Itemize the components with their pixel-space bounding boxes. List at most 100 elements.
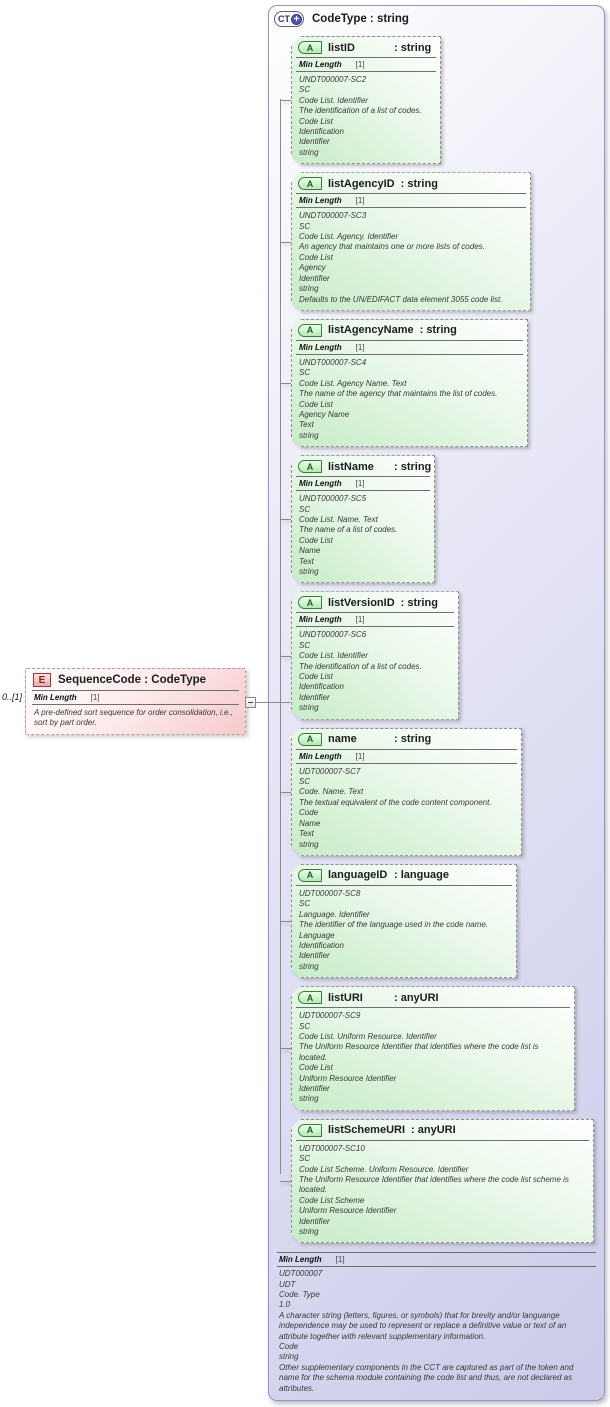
attribute-box[interactable]: A listName : string Min Length [1] UNDT0…	[280, 455, 604, 583]
attribute-box[interactable]: A listVersionID : string Min Length [1] …	[280, 591, 604, 719]
annotation-line: Code List	[299, 252, 333, 262]
annotation-line: UDT000007-SC8	[299, 888, 361, 898]
attribute-box[interactable]: A listAgencyID : string Min Length [1] U…	[280, 172, 604, 311]
annotation-line: Uniform Resource Identifier	[299, 1073, 397, 1083]
annotation-line: The Uniform Resource Identifier that ide…	[299, 1042, 539, 1062]
attribute-name: listSchemeURI	[328, 1124, 406, 1137]
facet-value: [1]	[355, 60, 365, 69]
attribute-box[interactable]: A listAgencyName : string Min Length [1]…	[280, 319, 604, 447]
annotation-line: The name of a list of codes.	[299, 525, 398, 535]
attribute-icon: A	[298, 460, 322, 473]
divider	[296, 626, 454, 627]
attribute-name: listURI	[328, 991, 363, 1004]
annotation-line: string	[299, 430, 319, 440]
annotation-line: Language	[299, 930, 335, 940]
annotation-line: Defaults to the UN/EDIFACT data element …	[299, 294, 503, 304]
attribute-type: : language	[394, 869, 450, 882]
collapse-handle[interactable]	[245, 697, 256, 708]
facet-value: [1]	[355, 751, 365, 761]
annotation-line: Identifier	[299, 137, 330, 147]
plus-icon: +	[291, 13, 302, 25]
divider	[296, 885, 512, 886]
annotation-line: Code List. Identifier	[299, 651, 368, 661]
type-annotation-line: Code	[279, 1341, 299, 1351]
complex-type-header: CT+ CodeType : string	[269, 6, 604, 30]
annotation-line: string	[299, 961, 319, 971]
annotation-line: UNDT000007-SC6	[299, 630, 367, 640]
annotation-line: Identifier	[299, 273, 330, 283]
attribute-icon: A	[298, 991, 322, 1004]
attribute-icon: A	[298, 177, 322, 190]
complex-type-box[interactable]: CT+ CodeType : string A listID : string …	[268, 5, 605, 1401]
annotation-line: SC	[299, 777, 311, 787]
annotation-line: Agency	[299, 263, 326, 273]
annotation-line: Code List	[299, 399, 333, 409]
annotation-line: Text	[299, 829, 314, 839]
annotation-line: The Uniform Resource Identifier that ide…	[299, 1175, 569, 1195]
annotation-line: Identification	[299, 940, 344, 950]
annotation-line: UNDT000007-SC3	[299, 211, 367, 221]
annotation-line: UNDT000007-SC4	[299, 357, 367, 367]
attribute-icon: A	[298, 869, 322, 882]
annotation-line: string	[299, 567, 319, 576]
facet-value: [1]	[355, 479, 365, 489]
divider	[32, 690, 239, 691]
divider	[296, 476, 430, 477]
divider	[277, 1266, 596, 1268]
attribute-facet-row: Min Length [1]	[292, 341, 527, 354]
facet-value: [1]	[335, 1255, 345, 1265]
divider	[296, 490, 430, 491]
element-box[interactable]: E SequenceCode : CodeType Min Length [1]…	[25, 668, 246, 735]
annotation-line: string	[299, 284, 319, 294]
divider	[296, 193, 526, 194]
attribute-type: : anyURI	[411, 1124, 456, 1137]
type-annotation-line: UDT000007	[279, 1269, 323, 1279]
attribute-box[interactable]: A name : string Min Length [1] UDT000007…	[280, 728, 604, 856]
facet-value: [1]	[355, 342, 365, 352]
type-annotation-line: UDT	[279, 1279, 296, 1289]
annotation-line: An agency that maintains one or more lis…	[299, 242, 485, 252]
annotation-line: SC	[299, 640, 311, 650]
annotation-line: SC	[299, 85, 311, 95]
annotation-line: Language. Identifier	[299, 909, 370, 919]
attribute-icon: A	[298, 733, 322, 746]
divider	[296, 763, 517, 764]
annotation-line: UDT000007-SC10	[299, 1143, 365, 1153]
complex-type-icon: CT+	[274, 11, 304, 27]
facet-name: Min Length	[299, 60, 342, 69]
annotation-line: Code List. Agency Name. Text	[299, 378, 407, 388]
annotation-line: Uniform Resource Identifier	[299, 1206, 397, 1216]
facet-name: Min Length	[299, 615, 342, 625]
annotation-line: Identifier	[299, 1216, 330, 1226]
attribute-box[interactable]: A listID : string Min Length [1] UNDT000…	[280, 36, 604, 164]
divider	[32, 704, 239, 705]
annotation-line: string	[299, 703, 319, 713]
annotation-line: UNDT000007-SC5	[299, 494, 367, 504]
type-facet-row: Min Length [1]	[276, 1253, 597, 1266]
annotation-line: The identifier of the language used in t…	[299, 920, 489, 930]
attribute-name: listAgencyName	[328, 324, 414, 337]
annotation-line: SC	[299, 504, 311, 514]
annotation-line: SC	[299, 221, 311, 231]
annotation-line: The textual equivalent of the code conte…	[299, 797, 492, 807]
divider	[296, 340, 523, 341]
divider	[296, 354, 523, 355]
facet-name: Min Length	[299, 751, 342, 761]
attribute-facet-row: Min Length [1]	[292, 613, 458, 626]
annotation-line: Code List Scheme	[299, 1195, 365, 1205]
divider	[296, 612, 454, 613]
element-facet-row: Min Length [1]	[26, 691, 245, 704]
complex-type-title: CodeType : string	[312, 13, 409, 25]
annotation-line: SC	[299, 368, 311, 378]
attribute-facet-row: Min Length [1]	[292, 477, 434, 490]
attribute-type: : anyURI	[394, 991, 439, 1004]
attribute-name: name	[328, 733, 357, 746]
annotation-line: Code List Scheme. Uniform Resource. Iden…	[299, 1164, 469, 1174]
